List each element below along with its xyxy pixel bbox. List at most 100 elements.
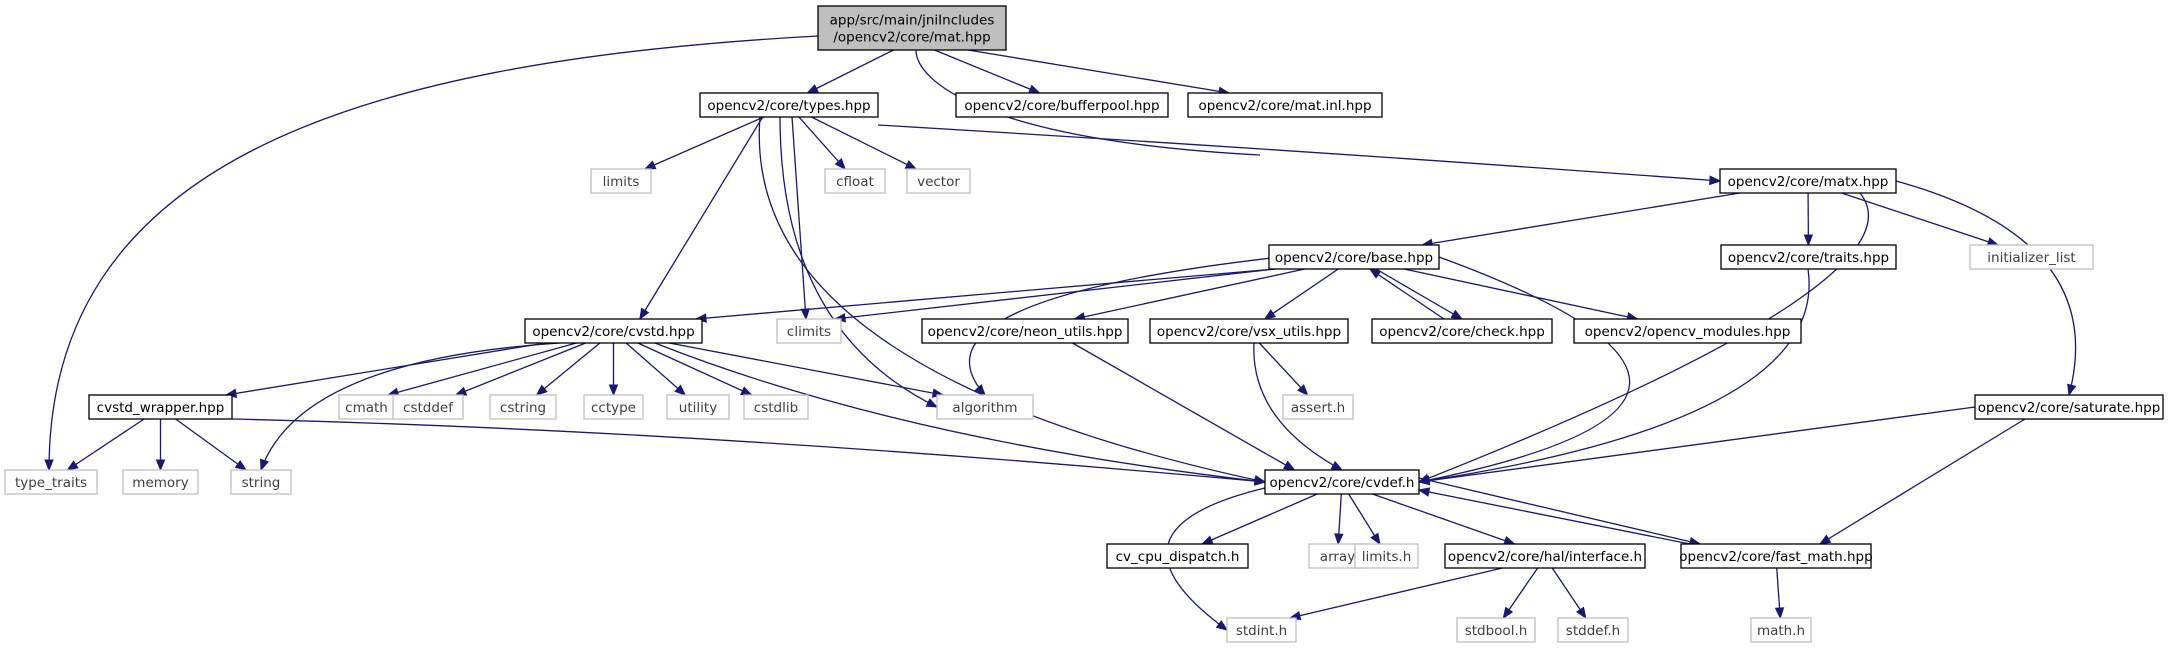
arrowhead	[834, 158, 846, 171]
edge-base-to-algorithm	[968, 256, 1281, 397]
edge-line	[695, 268, 1276, 320]
edge-fastmath-to-mathh	[1774, 567, 1785, 620]
node-label: cmath	[345, 400, 388, 416]
arrowhead	[1818, 534, 1832, 545]
arrowhead	[1215, 619, 1229, 631]
node-cvstd[interactable]: opencv2/core/cvstd.hpp	[524, 318, 703, 344]
node-box	[1371, 318, 1553, 344]
edge-line	[967, 49, 1230, 94]
node-label: stdint.h	[1236, 623, 1287, 639]
node-label: opencv2/core/check.hpp	[1379, 324, 1545, 340]
node-base[interactable]: opencv2/core/base.hpp	[1268, 244, 1440, 270]
edge-line	[1372, 493, 1515, 545]
node-bufferpool[interactable]: opencv2/core/bufferpool.hpp	[955, 92, 1169, 118]
node-label: cctype	[591, 400, 636, 416]
edge-wrapper-to-typetraits	[66, 418, 145, 471]
node-label: cv_cpu_dispatch.h	[1116, 549, 1240, 565]
edge-matx-to-base	[1420, 192, 1741, 248]
edge-line	[639, 116, 764, 320]
node-wrapper[interactable]: cvstd_wrapper.hpp	[88, 394, 233, 420]
node-cstring: cstring	[489, 394, 557, 420]
node-vsx[interactable]: opencv2/core/vsx_utils.hpp	[1149, 318, 1349, 344]
node-box	[583, 394, 644, 420]
edge-line	[1841, 192, 1999, 246]
node-label: cstring	[500, 400, 546, 416]
edge-wrapper-to-memory	[155, 419, 166, 472]
arrowhead	[974, 384, 986, 397]
edge-line	[625, 342, 686, 396]
edge-cvdef-to-limitsh	[1348, 493, 1381, 546]
edge-fastmath-to-cvdef	[1417, 487, 1691, 545]
node-label: cfloat	[836, 174, 874, 190]
node-label: opencv2/core/cvdef.h	[1270, 475, 1415, 491]
node-modules[interactable]: opencv2/opencv_modules.hpp	[1573, 318, 1802, 344]
edge-line	[1369, 268, 1445, 320]
edge-line	[1289, 567, 1503, 619]
edge-line	[807, 49, 894, 94]
node-label: string	[242, 475, 281, 491]
edge-line	[811, 116, 917, 170]
node-mat[interactable]: app/src/main/jniIncludes/opencv2/core/ma…	[817, 5, 1007, 51]
node-box	[590, 168, 652, 194]
arrowhead	[608, 384, 619, 397]
edge-types-to-matx	[877, 124, 1722, 185]
arrowhead	[639, 307, 650, 321]
node-label: opencv2/core/matx.hpp	[1728, 174, 1889, 190]
edge-line	[1074, 268, 1305, 320]
edge-line	[1072, 342, 1295, 471]
arrowhead	[155, 459, 166, 472]
node-label: opencv2/core/neon_utils.hpp	[928, 324, 1123, 340]
node-cctype: cctype	[583, 394, 644, 420]
node-box	[338, 394, 395, 420]
node-saturate[interactable]: opencv2/core/saturate.hpp	[1974, 394, 2164, 420]
node-box	[1680, 543, 1872, 569]
arrowhead	[1774, 607, 1785, 620]
edge-line	[798, 116, 846, 170]
node-box	[1264, 469, 1420, 495]
node-stdint: stdint.h	[1226, 617, 1297, 643]
edge-cvdef-to-array	[1334, 493, 1344, 546]
edge-mat-to-bufferpool	[934, 49, 1041, 94]
arrowhead	[1254, 476, 1267, 486]
node-label: opencv2/core/types.hpp	[707, 98, 870, 114]
edge-types-to-cfloat	[798, 116, 846, 171]
node-label: opencv2/core/saturate.hpp	[1978, 400, 2161, 416]
edge-check-to-base	[1368, 268, 1445, 320]
edge-line	[1895, 180, 2077, 396]
node-check[interactable]: opencv2/core/check.hpp	[1371, 318, 1553, 344]
edge-types-to-vector	[811, 116, 918, 170]
node-label: opencv2/opencv_modules.hpp	[1585, 324, 1791, 340]
node-matx[interactable]: opencv2/core/matx.hpp	[1719, 168, 1897, 194]
edge-base-to-check	[1375, 268, 1464, 320]
node-box	[906, 168, 971, 194]
arrowhead	[1297, 384, 1309, 396]
node-box	[1282, 394, 1354, 420]
edge-line	[1375, 268, 1463, 320]
node-label: app/src/main/jniIncludes	[830, 13, 995, 29]
node-label: opencv2/core/base.hpp	[1275, 250, 1433, 266]
node-types[interactable]: opencv2/core/types.hpp	[699, 92, 879, 118]
arrowhead	[1803, 234, 1814, 247]
node-dispatch[interactable]: cv_cpu_dispatch.h	[1106, 543, 1249, 569]
node-label: algorithm	[952, 400, 1017, 416]
node-cvdef[interactable]: opencv2/core/cvdef.h	[1264, 469, 1420, 495]
arrowhead	[925, 398, 939, 408]
node-box	[4, 469, 98, 495]
arrowhead	[1334, 533, 1344, 546]
node-fastmath[interactable]: opencv2/core/fast_math.hpp	[1679, 543, 1873, 569]
edge-cvstd-to-cstddef	[454, 342, 586, 396]
node-interface[interactable]: opencv2/core/hal/interface.h	[1444, 543, 1646, 569]
edge-interface-to-stddef	[1551, 567, 1587, 620]
node-box	[1750, 617, 1812, 643]
node-neon[interactable]: opencv2/core/neon_utils.hpp	[921, 318, 1129, 344]
node-layer: app/src/main/jniIncludes/opencv2/core/ma…	[4, 5, 2164, 643]
node-matinl[interactable]: opencv2/core/mat.inl.hpp	[1187, 92, 1383, 118]
arrowhead	[1200, 535, 1214, 545]
arrowhead	[1709, 175, 1722, 185]
node-box	[1720, 244, 1897, 270]
node-traits[interactable]: opencv2/core/traits.hpp	[1720, 244, 1897, 270]
node-box	[88, 394, 233, 420]
edge-line	[779, 116, 938, 408]
edge-cvdef-to-fastmath	[1418, 477, 1702, 547]
